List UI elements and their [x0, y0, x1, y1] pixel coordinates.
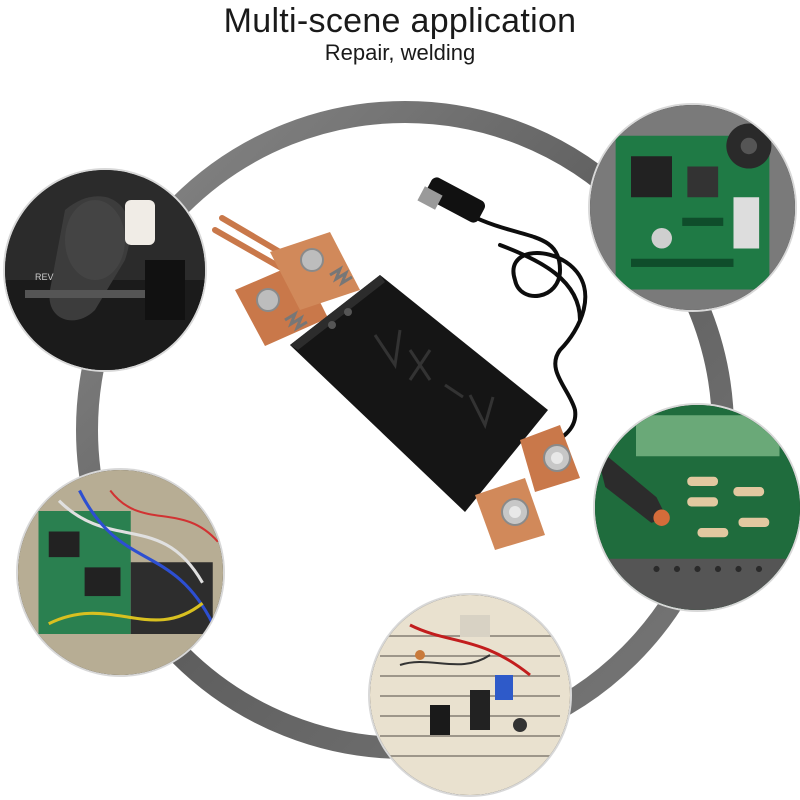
scene-wired-boards: [18, 470, 223, 675]
wired-board-icon: [18, 470, 223, 675]
page-title: Multi-scene application: [223, 2, 577, 40]
car-interior-icon: REV: [5, 170, 205, 370]
power-cable: [468, 213, 588, 452]
copper-terminal: [235, 232, 360, 346]
scene-breadboard: [370, 595, 570, 795]
scene-motherboard: [590, 105, 795, 310]
svg-text:REV: REV: [35, 272, 54, 282]
scene-pcb-resistors: [595, 405, 800, 610]
page-subtitle: Repair, welding: [324, 40, 476, 65]
motherboard-icon: [590, 105, 795, 310]
breadboard-icon: [370, 595, 570, 795]
welder-body: [290, 275, 548, 512]
spring: [284, 265, 353, 332]
vx-logo-icon: [373, 329, 495, 430]
dc-plug: [417, 177, 486, 223]
copper-terminal-front: [475, 425, 580, 550]
scene-car-interior: REV: [5, 170, 205, 370]
